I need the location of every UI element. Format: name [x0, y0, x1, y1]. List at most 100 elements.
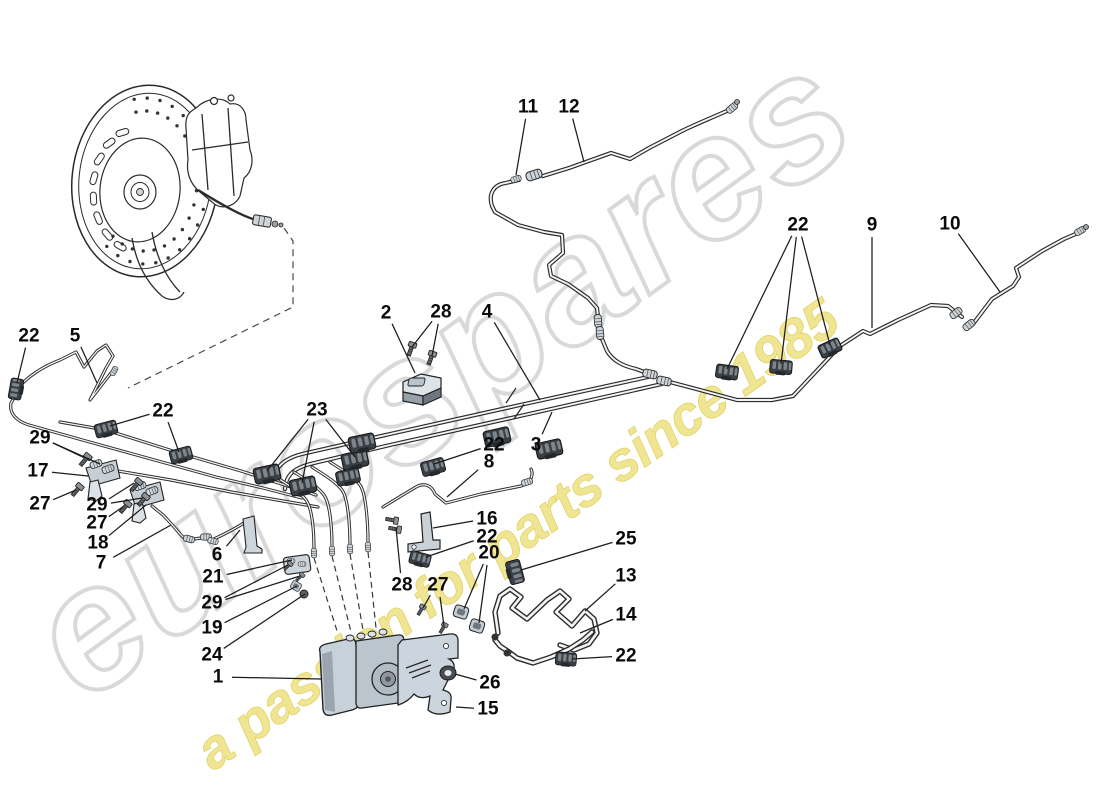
- leader-line: [266, 418, 309, 472]
- leader-line: [957, 233, 1001, 293]
- leader-line: [422, 594, 431, 609]
- leader-line: [51, 471, 89, 477]
- leader-line: [301, 421, 315, 484]
- leader-line: [110, 497, 143, 504]
- leader-line: [446, 469, 479, 498]
- leader-line: [231, 676, 322, 680]
- pipe-fittings: [108, 99, 1089, 681]
- leader-line: [493, 321, 541, 401]
- leader-line: [478, 564, 488, 624]
- abs-drop-dashes: [313, 551, 377, 635]
- leader-line: [80, 346, 98, 384]
- part-label-22-8: 22: [18, 326, 39, 347]
- leader-line: [520, 541, 613, 571]
- part-label-27-32: 27: [427, 575, 448, 596]
- part-label-29-21: 29: [201, 593, 222, 614]
- pipe-bracket-16: [407, 511, 441, 553]
- part-label-18-17: 18: [87, 533, 108, 554]
- part-label-28-31: 28: [391, 575, 412, 596]
- leader-line: [391, 323, 416, 374]
- leader-line: [224, 585, 298, 624]
- leader-line: [425, 540, 474, 558]
- pipe-5: [15, 343, 115, 402]
- part-label-5-9: 5: [70, 326, 81, 347]
- leader-line: [433, 448, 481, 465]
- leader-line: [226, 559, 293, 576]
- sensor-bracket-21: [282, 554, 312, 575]
- leader-line: [108, 482, 135, 500]
- part-label-23-11: 23: [306, 400, 327, 421]
- reference-dash-line: [127, 227, 294, 389]
- leader-line: [571, 656, 613, 660]
- part-label-14-35: 14: [615, 605, 637, 626]
- part-label-12-1: 12: [558, 97, 579, 118]
- leader-line: [52, 489, 77, 501]
- part-label-3-27: 3: [531, 435, 542, 456]
- leader-line: [108, 505, 125, 518]
- leader-line: [572, 118, 585, 163]
- part-label-29-12: 29: [29, 428, 50, 449]
- leader-line: [325, 418, 356, 458]
- leader-line: [223, 593, 306, 649]
- screw-27: [68, 481, 86, 499]
- clip-22: [93, 419, 120, 441]
- sensor-connector: [252, 214, 272, 228]
- leader-line: [579, 618, 614, 634]
- brake-disc-assembly: [70, 84, 294, 389]
- leader-line: [801, 236, 831, 346]
- part-label-27-14: 27: [29, 494, 50, 515]
- pipe-10: [970, 230, 1081, 327]
- part-label-6-19: 6: [212, 545, 223, 566]
- part-label-27-16: 27: [86, 513, 107, 534]
- part-label-22-25: 22: [483, 435, 504, 456]
- part-label-16-28: 16: [476, 509, 497, 530]
- control-module-2: [402, 373, 442, 406]
- leader-line: [454, 673, 477, 681]
- part-label-13-34: 13: [615, 566, 636, 587]
- clip-20: [467, 617, 487, 635]
- part-label-11-0: 11: [518, 97, 539, 118]
- clip-22: [407, 549, 433, 570]
- part-label-2-5: 2: [381, 303, 392, 324]
- leader-line: [16, 347, 27, 384]
- part-label-7-18: 7: [96, 553, 107, 574]
- leader-line: [109, 413, 150, 427]
- part-label-1-24: 1: [213, 667, 224, 688]
- part-label-24-23: 24: [201, 645, 223, 666]
- leader-line: [439, 596, 445, 627]
- abs-bracket-15: [397, 633, 459, 715]
- leader-line: [167, 421, 180, 453]
- union-bracket-17: [85, 458, 121, 502]
- part-label-19-22: 19: [201, 618, 222, 639]
- sensor-cable: [197, 188, 257, 222]
- leader-line: [225, 575, 301, 601]
- part-label-20-30: 20: [478, 543, 499, 564]
- part-label-21-20: 21: [202, 567, 224, 588]
- part-label-28-6: 28: [430, 302, 451, 323]
- part-label-22-36: 22: [615, 646, 636, 667]
- leader-line: [52, 442, 101, 465]
- leader-line: [395, 527, 402, 574]
- leader-line: [411, 320, 433, 348]
- leader-line: [780, 236, 797, 365]
- part-label-9-3: 9: [867, 215, 878, 236]
- leader-line: [108, 504, 147, 537]
- part-label-10-4: 10: [939, 214, 960, 235]
- leader-line: [515, 118, 527, 176]
- part-label-8-26: 8: [484, 452, 495, 473]
- fitting-11: [509, 174, 523, 184]
- part-label-15-38: 15: [477, 699, 499, 720]
- clip-22: [7, 377, 26, 401]
- abs-hydraulic-unit: [318, 628, 405, 717]
- bracket-6-plate: [242, 515, 263, 554]
- part-label-4-7: 4: [482, 302, 493, 323]
- part-label-29-15: 29: [86, 495, 107, 516]
- leader-line: [541, 411, 553, 435]
- part-label-22-2: 22: [787, 215, 808, 236]
- leader-line: [431, 323, 439, 357]
- leader-line: [112, 524, 172, 558]
- part-label-17-13: 17: [27, 461, 48, 482]
